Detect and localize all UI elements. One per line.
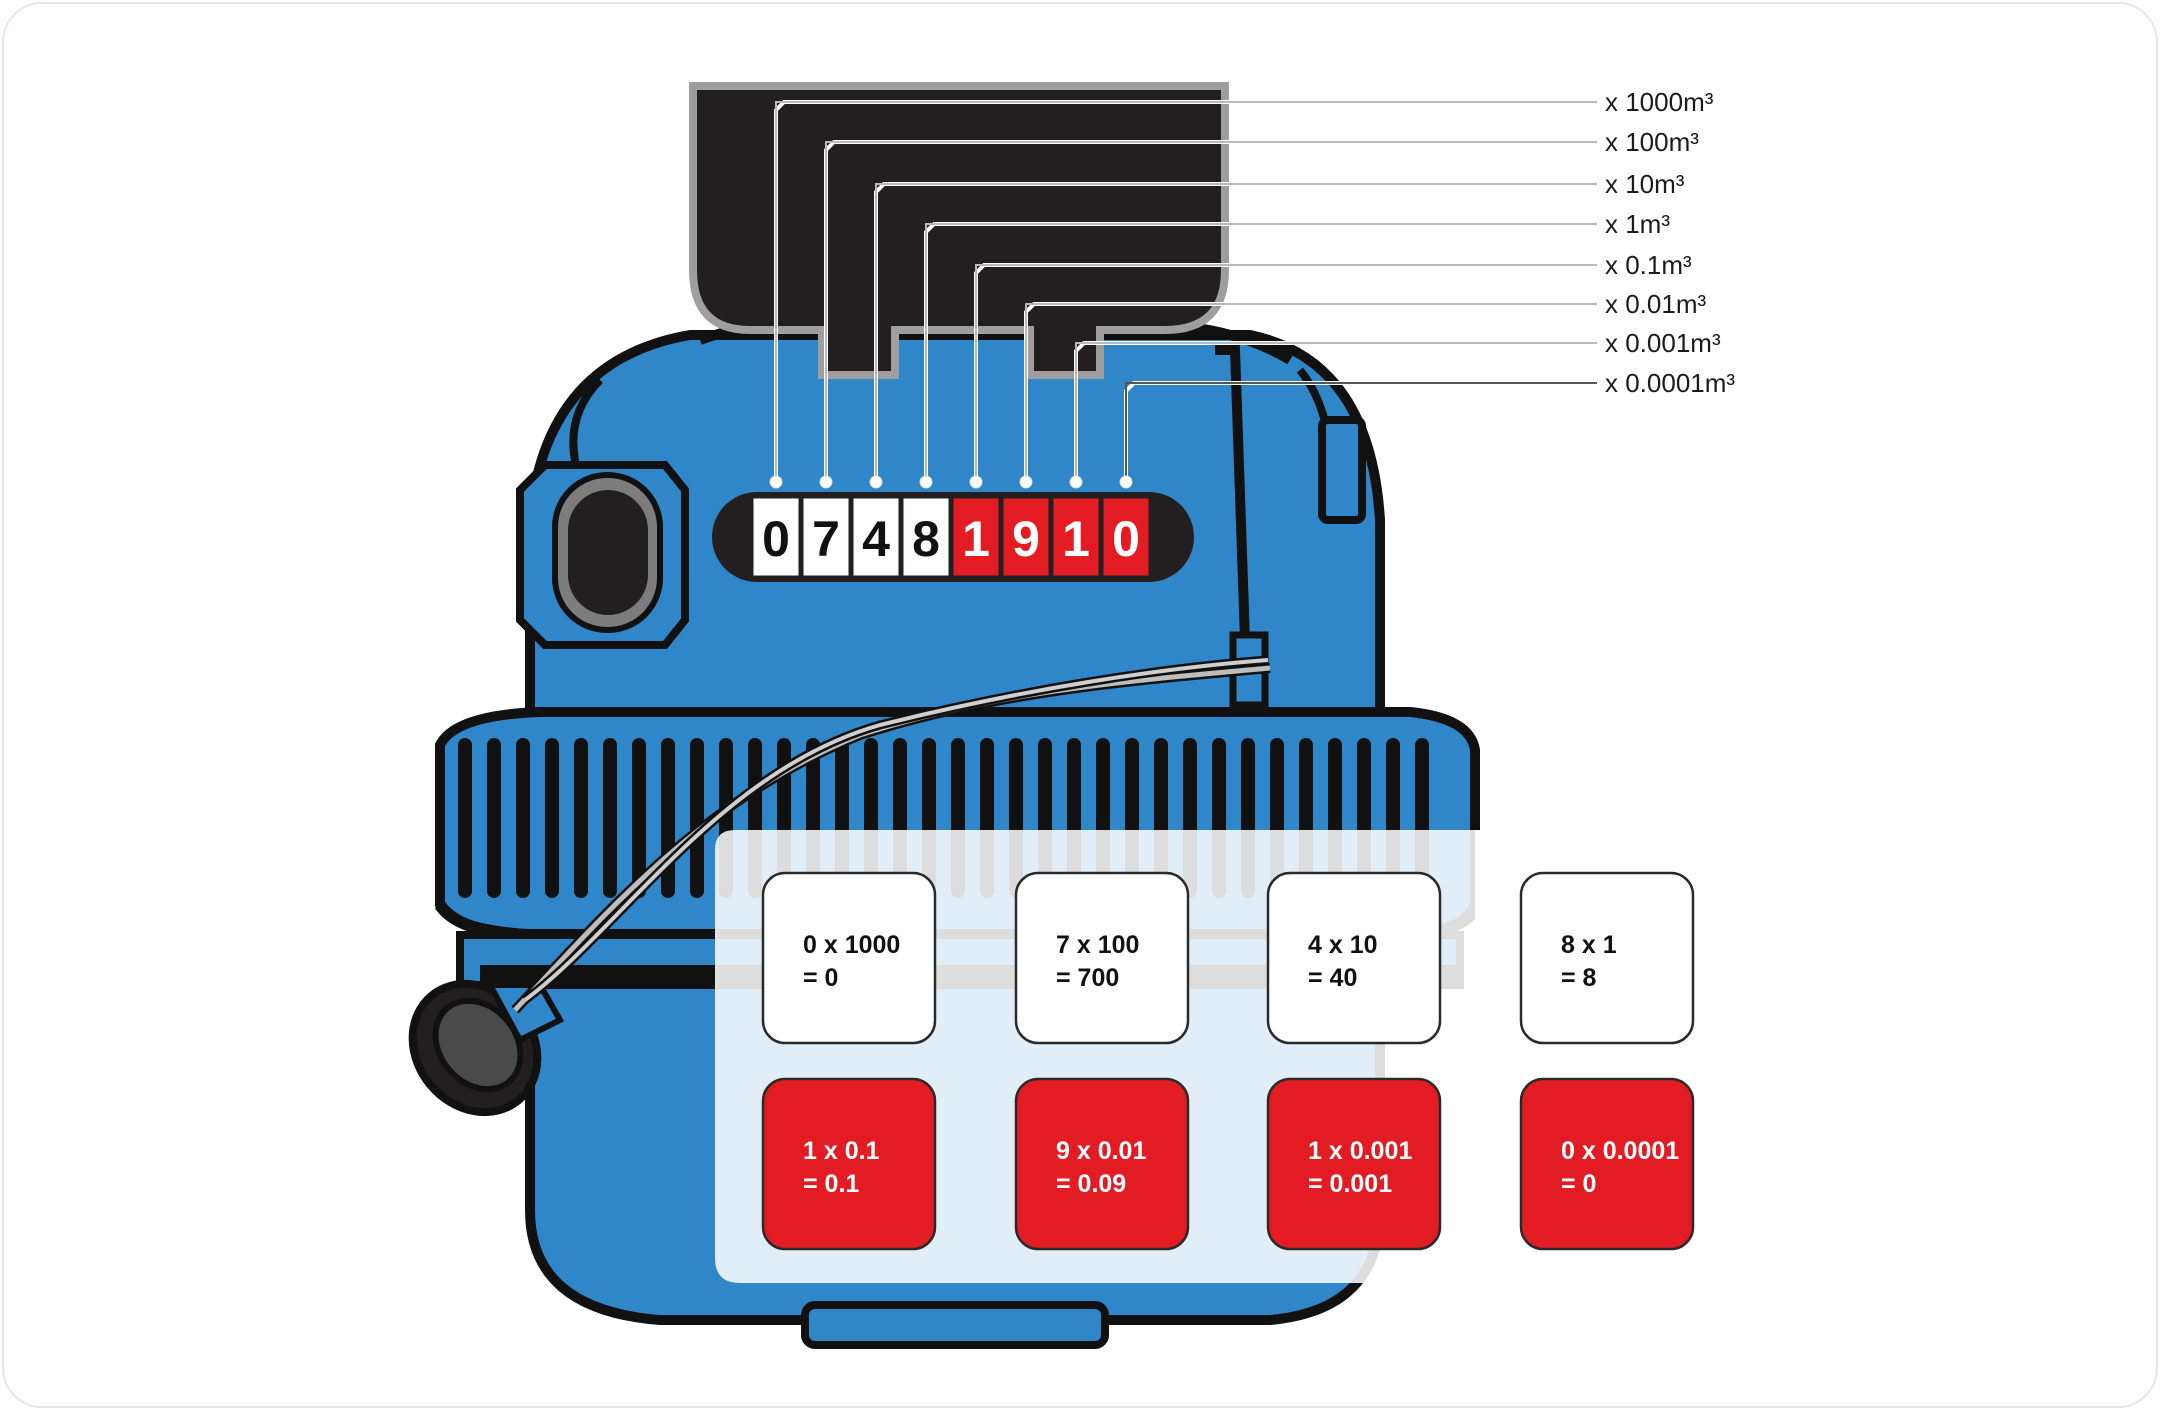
whole-card [1266, 871, 1442, 1045]
register-digit: 7 [812, 511, 840, 567]
calculation-cards: 0 x 1000 = 0 7 x 100 = 700 4 x 10 = 40 8 x 1 = … [761, 871, 1695, 1251]
card-result: = 0 [1561, 1170, 1596, 1198]
card-result: = 40 [1308, 964, 1357, 992]
card-expression: 8 x 1 [1561, 931, 1617, 959]
card-expression: 7 x 100 [1056, 931, 1139, 959]
leader-line [1075, 342, 1597, 482]
multiplier-label: x 1000m³ [1605, 87, 1714, 117]
card-expression: 0 x 1000 [803, 931, 900, 959]
leader-line [825, 141, 1597, 482]
collar-rib [487, 738, 501, 898]
meter-lid [689, 82, 1229, 379]
register-digit-cell [950, 495, 1002, 579]
multiplier-label: x 100m³ [1605, 127, 1699, 157]
leader-line [975, 264, 1597, 482]
decimal-card [1519, 1077, 1695, 1251]
multiplier-label: x 0.01m³ [1605, 289, 1706, 319]
seal-wire [511, 655, 1271, 1014]
register-digit-cell [800, 495, 852, 579]
collar-rib [690, 738, 704, 898]
collar-rib [458, 738, 472, 898]
card-result: = 8 [1561, 964, 1597, 992]
multiplier-label: x 1m³ [1605, 209, 1670, 239]
register-digit-cell [850, 495, 902, 579]
card-expression: 9 x 0.01 [1056, 1137, 1146, 1165]
card-expression: 1 x 0.001 [1308, 1137, 1412, 1165]
card-expression: 1 x 0.1 [803, 1137, 880, 1165]
leader-line [1025, 303, 1597, 482]
register-digit-cell [1100, 495, 1152, 579]
register-digit-cell [900, 495, 952, 579]
collar-rib [545, 738, 559, 898]
register-digit: 0 [762, 511, 790, 567]
whole-card [1014, 871, 1190, 1045]
card-result: = 0.1 [803, 1170, 859, 1198]
leader-dot [1069, 475, 1083, 489]
leader-dot [969, 475, 983, 489]
decimal-card [1014, 1077, 1190, 1251]
collar-rib [603, 738, 617, 898]
card-result: = 0 [803, 964, 838, 992]
meter-side-window [516, 461, 689, 649]
multiplier-label: x 10m³ [1605, 169, 1685, 199]
card-result: = 0.09 [1056, 1170, 1126, 1198]
multiplier-label: x 0.1m³ [1605, 250, 1692, 280]
register-digit: 4 [862, 511, 890, 567]
leader-dot [1019, 475, 1033, 489]
collar-rib [632, 738, 646, 898]
multiplier-leaders: x 1000m³ x 100m³ x 10m³ x 1m³ x 0.1m³ x 0.01m… [769, 87, 1735, 489]
multiplier-label: x 0.0001m³ [1605, 368, 1735, 398]
whole-card [1519, 871, 1695, 1045]
card-result: = 0.001 [1308, 1170, 1392, 1198]
calculation-panel: 0 x 1000 = 0 7 x 100 = 700 4 x 10 = 40 8 x 1 = … [715, 830, 1715, 1283]
register-digit: 9 [1012, 511, 1040, 567]
decimal-card [1266, 1077, 1442, 1251]
leader-dot [1119, 475, 1133, 489]
register-digit-cell [750, 495, 802, 579]
outlet-nozzle [408, 979, 565, 1117]
leader-line [1125, 382, 1597, 482]
card-expression: 4 x 10 [1308, 931, 1378, 959]
collar-rib [574, 738, 588, 898]
leader-dot [769, 475, 783, 489]
register-digit-cell [1050, 495, 1102, 579]
decimal-card [761, 1077, 937, 1251]
register-digit: 1 [962, 511, 990, 567]
leader-dot [869, 475, 883, 489]
leader-dot [919, 475, 933, 489]
leader-line [775, 101, 1597, 482]
multiplier-label: x 0.001m³ [1605, 328, 1721, 358]
collar-rib [516, 738, 530, 898]
register-digit-cell [1000, 495, 1052, 579]
card-result: = 700 [1056, 964, 1119, 992]
register-digit: 8 [912, 511, 940, 567]
leader-dot [819, 475, 833, 489]
whole-card [761, 871, 937, 1045]
register-digit: 0 [1112, 511, 1140, 567]
leader-line [925, 223, 1597, 482]
register-digit: 1 [1062, 511, 1090, 567]
leader-line [875, 183, 1597, 482]
card-expression: 0 x 0.0001 [1561, 1137, 1679, 1165]
